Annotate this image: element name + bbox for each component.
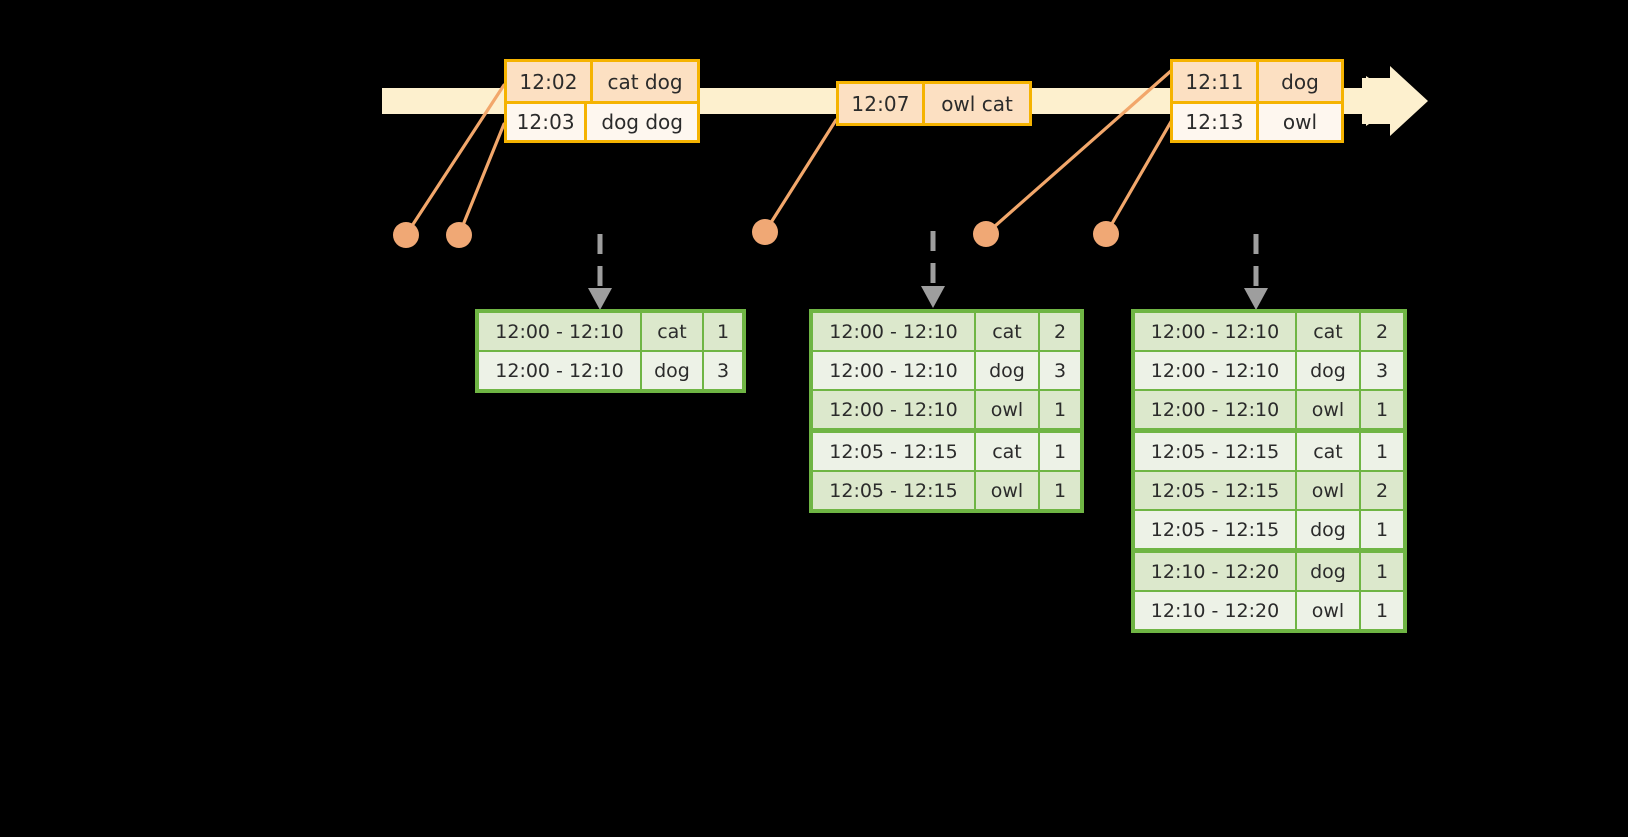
table-cell-window: 12:00 - 12:10 bbox=[1135, 352, 1295, 389]
table-cell-window: 12:00 - 12:10 bbox=[479, 352, 640, 389]
table-cell-key: owl bbox=[1297, 472, 1359, 509]
connector-line-1 bbox=[404, 83, 506, 237]
table-cell-key: dog bbox=[1297, 553, 1359, 590]
table-cell-window: 12:00 - 12:10 bbox=[813, 352, 974, 389]
dashed-arrow-2 bbox=[921, 231, 945, 308]
connector-dot-3 bbox=[752, 219, 778, 245]
table-cell-count: 1 bbox=[1040, 472, 1080, 509]
dashed-arrows bbox=[588, 231, 1268, 310]
connector-dots bbox=[393, 219, 1119, 248]
dashed-arrow-3 bbox=[1244, 234, 1268, 310]
dashed-arrow-1 bbox=[588, 234, 612, 310]
table-cell-count: 1 bbox=[1361, 592, 1403, 629]
connector-dot-2 bbox=[446, 222, 472, 248]
table-cell-window: 12:05 - 12:15 bbox=[813, 433, 974, 470]
event-words: dog bbox=[1281, 69, 1319, 94]
table-cell-window: 12:05 - 12:15 bbox=[813, 472, 974, 509]
table-cell-key: owl bbox=[1297, 391, 1359, 428]
table-cell-key: dog bbox=[976, 352, 1038, 389]
event-time: 12:11 bbox=[1173, 62, 1259, 101]
table-cell-key: owl bbox=[976, 391, 1038, 428]
table-cell-key: cat bbox=[976, 433, 1038, 470]
table-cell-window: 12:10 - 12:20 bbox=[1135, 592, 1295, 629]
table-cell-count: 2 bbox=[1361, 472, 1403, 509]
table-cell-count: 2 bbox=[1040, 313, 1080, 350]
connector-dot-4 bbox=[973, 221, 999, 247]
table-cell-window: 12:10 - 12:20 bbox=[1135, 553, 1295, 590]
table-cell-count: 3 bbox=[704, 352, 742, 389]
event-time: 12:02 bbox=[507, 62, 593, 101]
event-row[interactable]: 12:07 owl cat bbox=[839, 84, 1029, 123]
connector-line-5 bbox=[1104, 118, 1174, 236]
table-cell-window: 12:05 - 12:15 bbox=[1135, 511, 1295, 548]
table-cell-count: 2 bbox=[1361, 313, 1403, 350]
table-cell-window: 12:00 - 12:10 bbox=[813, 391, 974, 428]
table-cell-count: 1 bbox=[1361, 511, 1403, 548]
table-cell-count: 1 bbox=[1361, 553, 1403, 590]
table-cell-count: 1 bbox=[704, 313, 742, 350]
table-cell-window: 12:05 - 12:15 bbox=[1135, 433, 1295, 470]
table-cell-window: 12:00 - 12:10 bbox=[1135, 313, 1295, 350]
event-words: owl cat bbox=[941, 91, 1013, 116]
table-cell-window: 12:00 - 12:10 bbox=[813, 313, 974, 350]
table-cell-window: 12:00 - 12:10 bbox=[1135, 391, 1295, 428]
event-row[interactable]: 12:03 dog dog bbox=[507, 101, 697, 140]
event-time: 12:03 bbox=[507, 104, 588, 140]
table-cell-key: owl bbox=[976, 472, 1038, 509]
table-cell-key: cat bbox=[1297, 313, 1359, 350]
table-cell-count: 3 bbox=[1361, 352, 1403, 389]
table-cell-key: owl bbox=[1297, 592, 1359, 629]
event-words: dog dog bbox=[601, 110, 683, 134]
connector-line-2 bbox=[457, 122, 506, 237]
connector-line-3 bbox=[763, 118, 838, 234]
event-card-2[interactable]: 12:07 owl cat bbox=[836, 81, 1032, 126]
event-row[interactable]: 12:02 cat dog bbox=[507, 62, 697, 101]
event-row[interactable]: 12:13 owl bbox=[1173, 101, 1341, 140]
table-cell-count: 1 bbox=[1040, 433, 1080, 470]
event-card-1[interactable]: 12:02 cat dog 12:03 dog dog bbox=[504, 59, 700, 143]
table-cell-window: 12:00 - 12:10 bbox=[479, 313, 640, 350]
table-cell-key: dog bbox=[1297, 352, 1359, 389]
table-cell-count: 1 bbox=[1040, 391, 1080, 428]
table-cell-count: 1 bbox=[1361, 391, 1403, 428]
event-words: cat dog bbox=[607, 69, 683, 94]
table-cell-window: 12:05 - 12:15 bbox=[1135, 472, 1295, 509]
table-cell-key: cat bbox=[976, 313, 1038, 350]
connector-dot-1 bbox=[393, 222, 419, 248]
connector-dot-5 bbox=[1093, 221, 1119, 247]
table-cell-count: 3 bbox=[1040, 352, 1080, 389]
table-cell-count: 1 bbox=[1361, 433, 1403, 470]
event-row[interactable]: 12:11 dog bbox=[1173, 62, 1341, 101]
event-time: 12:07 bbox=[839, 84, 925, 123]
table-cell-key: cat bbox=[1297, 433, 1359, 470]
table-cell-key: dog bbox=[1297, 511, 1359, 548]
event-time: 12:13 bbox=[1173, 104, 1259, 140]
event-words: owl bbox=[1282, 110, 1318, 134]
table-cell-key: dog bbox=[642, 352, 702, 389]
event-card-3[interactable]: 12:11 dog 12:13 owl bbox=[1170, 59, 1344, 143]
table-cell-key: cat bbox=[642, 313, 702, 350]
